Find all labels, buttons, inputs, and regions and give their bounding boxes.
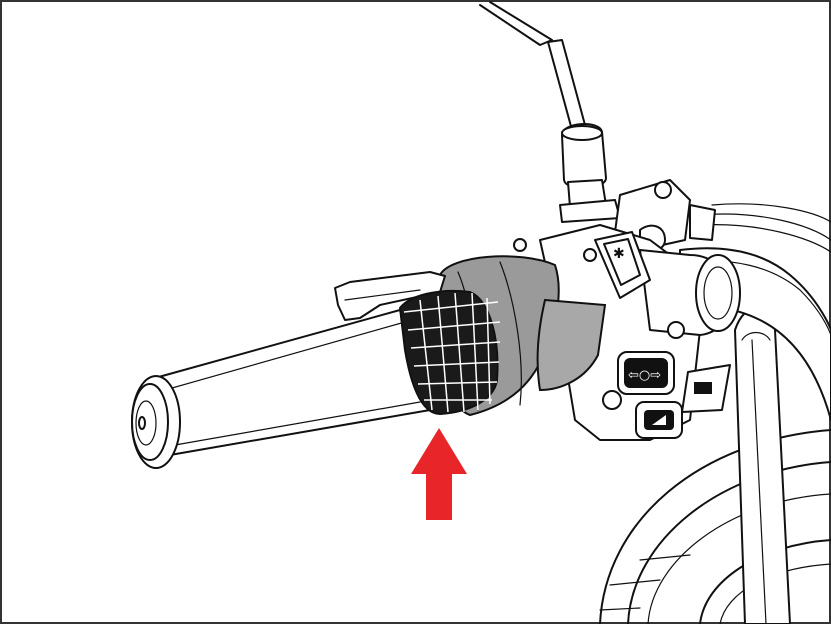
turn-signal-switch: ⇦○⇨	[617, 351, 675, 395]
fork-tube	[734, 306, 791, 624]
turn-signal-icon: ⇦○⇨	[628, 368, 661, 383]
headlight-flash-icon	[694, 382, 712, 394]
brake-lever	[334, 271, 446, 321]
flash-switch	[681, 364, 731, 413]
handlebar-grip	[131, 309, 431, 469]
horn-icon	[652, 415, 666, 425]
front-wheel	[599, 429, 831, 624]
red-up-arrow	[411, 428, 467, 520]
throttle-ring	[398, 289, 501, 416]
mirror-stalk	[479, 1, 621, 223]
horn-switch	[635, 401, 683, 439]
light-icon: ✱	[613, 246, 625, 262]
light-switch: ✱	[594, 231, 651, 299]
